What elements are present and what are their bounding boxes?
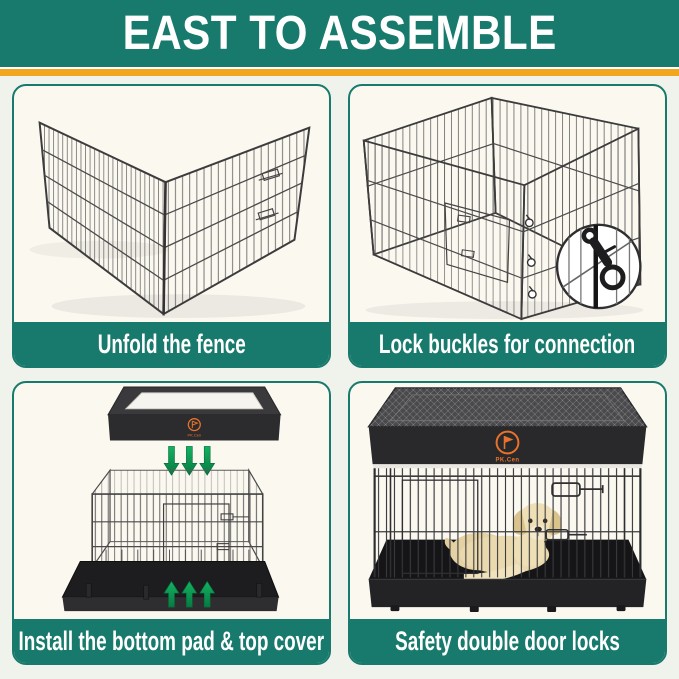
page-title: EAST TO ASSEMBLE — [122, 6, 557, 60]
down-arrows-icon — [163, 446, 216, 476]
top-cover: PK.Cen — [107, 386, 282, 441]
step-caption-text: Safety double door locks — [395, 625, 620, 656]
wire-crate — [91, 468, 264, 570]
wire-fence-icon — [29, 121, 311, 319]
playpen-illustration — [350, 86, 665, 322]
brand-logo-icon: PK.Cen — [187, 418, 201, 438]
step-caption-4: Safety double door locks — [350, 619, 665, 663]
fence-illustration — [14, 86, 329, 322]
up-arrows-icon — [163, 580, 216, 608]
finished-crate-illustration: PK.Cen — [350, 383, 665, 619]
magnifier-inset — [555, 223, 642, 310]
svg-text:PK.Cen: PK.Cen — [495, 457, 519, 463]
header-banner: EAST TO ASSEMBLE — [0, 0, 679, 69]
door-lock-icons — [401, 479, 604, 575]
brand-logo-icon: PK.Cen — [495, 430, 520, 463]
fence-latch-icon — [255, 168, 283, 221]
svg-text:PK.Cen: PK.Cen — [187, 433, 201, 438]
step-caption-3: Install the bottom pad & top cover — [14, 619, 329, 663]
step-card-lock-buckles: Lock buckles for connection — [348, 84, 667, 368]
step-caption-1: Unfold the fence — [14, 322, 329, 366]
accent-stripe — [0, 69, 679, 76]
buckle-icons — [524, 214, 537, 299]
step-card-door-locks: PK.Cen — [348, 381, 667, 665]
finished-crate-icon: PK.Cen — [367, 387, 648, 613]
step-card-install-pads: PK.Cen — [12, 381, 331, 665]
exploded-crate-illustration: PK.Cen — [14, 383, 329, 619]
step-caption-text: Unfold the fence — [97, 328, 246, 359]
step-caption-text: Install the bottom pad & top cover — [18, 625, 325, 656]
top-cover: PK.Cen — [367, 387, 648, 469]
step-card-unfold-fence: Unfold the fence — [12, 84, 331, 368]
wire-pen-icon — [362, 96, 644, 321]
snap-hook-icon — [581, 227, 626, 291]
steps-grid: Unfold the fence — [12, 84, 667, 665]
step-caption-text: Lock buckles for connection — [379, 328, 636, 359]
step-caption-2: Lock buckles for connection — [350, 322, 665, 366]
base-tray — [368, 578, 647, 613]
exploded-crate-icon: PK.Cen — [61, 386, 282, 612]
